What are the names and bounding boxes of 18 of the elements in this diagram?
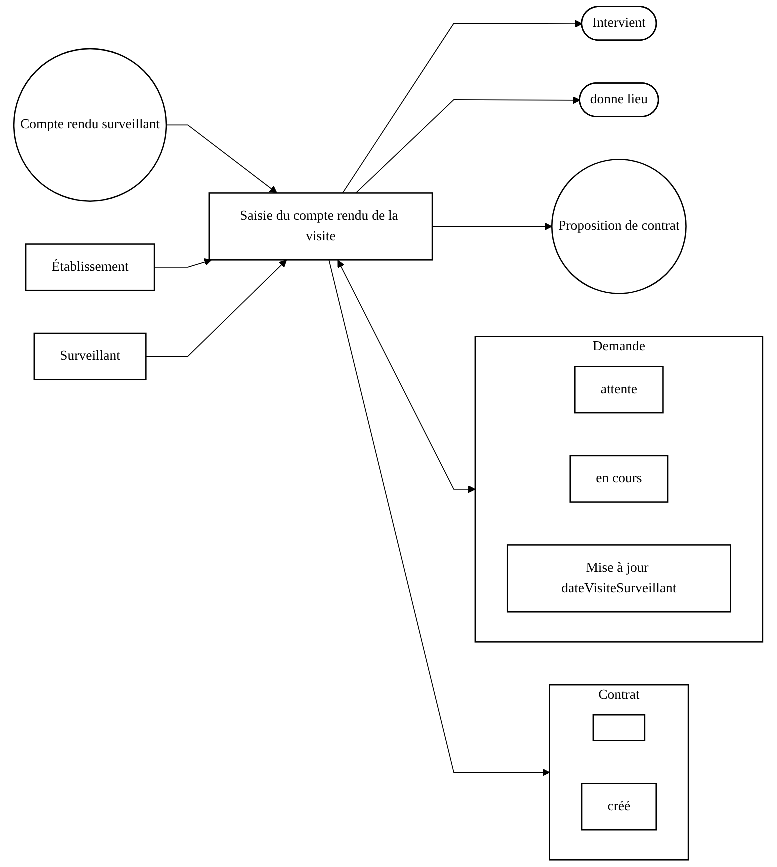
arrow xyxy=(154,258,212,268)
node-box: attente xyxy=(574,366,664,414)
arrow xyxy=(342,20,583,194)
arrow xyxy=(356,96,581,194)
node-box: Établissement xyxy=(25,244,156,292)
node-circle: Compte rendu surveillant xyxy=(13,48,168,202)
node-box xyxy=(592,714,646,742)
arrow xyxy=(432,222,552,230)
arrow xyxy=(146,260,288,358)
node-circle: Proposition de contrat xyxy=(551,158,687,294)
arrow xyxy=(328,260,550,776)
node-box: créé xyxy=(581,783,657,831)
node-box: en cours xyxy=(570,455,669,503)
node-box: Saisie du compte rendu de la visite xyxy=(208,192,434,261)
arrow xyxy=(166,124,278,194)
arrow xyxy=(338,260,476,494)
node-box: Mise à jour dateVisiteSurveillant xyxy=(506,544,732,613)
node-box: Surveillant xyxy=(34,332,147,380)
